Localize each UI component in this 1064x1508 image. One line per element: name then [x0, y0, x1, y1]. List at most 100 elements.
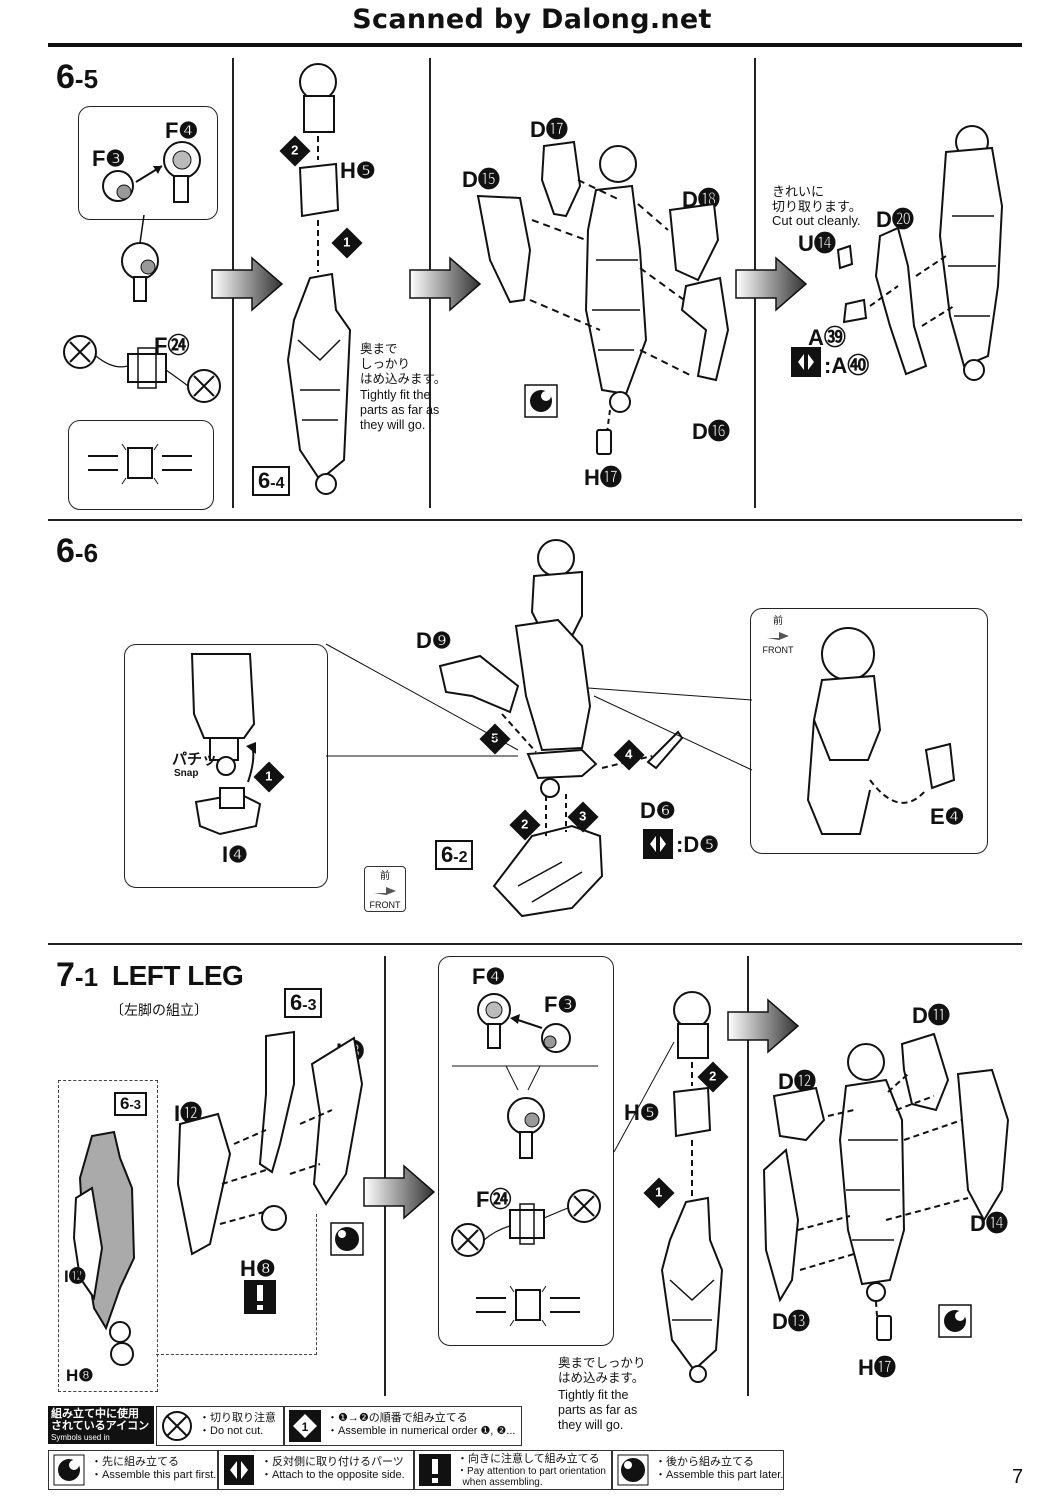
fit-note-jp: 奥までしっかり はめ込みます。	[558, 1356, 646, 1385]
part-label: :A㊵	[824, 353, 870, 378]
preassembly-box	[58, 1080, 158, 1392]
snap-detail-illustration	[190, 653, 262, 836]
step-number-1: 1	[331, 227, 363, 259]
part-label: H❽	[240, 1256, 276, 1281]
f24-detail-illustration	[88, 443, 192, 485]
legend-title: 組み立て中に使用 されているアイコン Symbols used in instr…	[48, 1406, 154, 1454]
opposite-side-icon	[790, 346, 822, 383]
step-number-2: 2	[279, 135, 311, 167]
opposite-side-icon	[642, 828, 674, 865]
part-label: D❻	[640, 798, 676, 823]
part-label: H⓱	[858, 1355, 896, 1380]
joint-parts-illustration	[102, 141, 201, 203]
part-label: E❹	[930, 804, 965, 829]
leg-armor-illustration	[476, 140, 730, 441]
hip-detail-illustration	[806, 627, 956, 835]
callout-dashed	[156, 1214, 317, 1355]
part-label: D⓮	[970, 1211, 1008, 1236]
part-label: H⓱	[584, 465, 622, 490]
part-label: D⓫	[912, 1003, 950, 1028]
h17-part-illustration	[596, 429, 612, 455]
legend-item-assemble-later: ・後から組み立てる・Assemble this part later.	[612, 1450, 784, 1490]
step-number-3: 3	[567, 801, 599, 833]
legend-item-orientation: ・向きに注意して組み立てる・Pay attention to part orie…	[414, 1450, 612, 1490]
ref-step-6-3: 6-3	[114, 1092, 148, 1116]
flow-arrow-icon	[211, 256, 284, 312]
snap-label-jp: パチッ	[172, 751, 218, 768]
part-label: :D❺	[676, 832, 719, 857]
legend-item-opposite-side: ・反対側に取り付けるパーツ・Attach to the opposite sid…	[218, 1450, 414, 1490]
part-label: F❸	[92, 146, 126, 171]
vdivider	[384, 956, 386, 1396]
part-label: I⓬	[64, 1267, 86, 1286]
f24-detail-illustration	[476, 1285, 580, 1327]
part-label: D⓭	[772, 1309, 810, 1334]
thigh-assembly-illustration	[438, 539, 684, 918]
part-label: F㉔	[476, 1187, 512, 1212]
part-label: H❽	[66, 1366, 94, 1385]
step-7-1-subtitle: 〔左脚の組立〕	[110, 1002, 208, 1018]
part-label: I❹	[222, 842, 248, 867]
fit-note-jp: 奥まで しっかり はめ込みます。	[360, 342, 447, 386]
cut-note-en: Cut out cleanly.	[772, 213, 861, 228]
snap-label-en: Snap	[174, 768, 199, 779]
callout-lines	[325, 643, 753, 771]
part-label: H❺	[340, 158, 376, 183]
fit-note-en: Tightly fit the parts as far as they wil…	[360, 388, 440, 432]
flow-arrow-icon	[727, 998, 800, 1054]
flow-arrow-icon	[409, 256, 482, 312]
h17-part-illustration	[876, 1315, 892, 1341]
callout-lines	[452, 1065, 598, 1091]
cut-note-jp: きれいに 切り取ります。	[772, 184, 862, 214]
divider-1	[48, 519, 1022, 521]
leg-frame-illustration	[613, 991, 724, 1383]
part-label: D❾	[416, 628, 452, 653]
step-number-1: 1	[643, 1177, 675, 1209]
f24-part-illustration	[451, 1189, 601, 1257]
legend-item-assemble-first: ・先に組み立てる・Assemble this part first.	[48, 1450, 218, 1490]
svg-text:1: 1	[302, 1420, 309, 1434]
part-label: D⓱	[530, 117, 568, 142]
leg-assembled-illustration	[836, 125, 1004, 381]
front-indicator: 前 FRONT	[762, 616, 794, 655]
step-number-1: 1	[253, 761, 285, 793]
part-label: H❺	[624, 1100, 660, 1125]
step-6-5-title: 6-5	[56, 58, 99, 96]
part-label: A㊴	[808, 325, 846, 350]
assemble-first-icon	[524, 384, 558, 418]
page-number: 7	[1012, 1466, 1024, 1488]
step-number-2: 2	[697, 1061, 729, 1093]
part-label: F❸	[544, 992, 578, 1017]
part-label: D⓯	[462, 167, 500, 192]
ref-step-6-4: 6-4	[252, 466, 291, 496]
lower-leg-frame-illustration	[72, 1130, 136, 1366]
ref-step-6-2: 6-2	[435, 840, 474, 870]
joint-parts-illustration	[477, 993, 571, 1053]
lower-leg-parts-illustration	[176, 1030, 364, 1256]
fit-note-en: Tightly fit the parts as far as they wil…	[558, 1388, 638, 1432]
vdivider	[747, 956, 749, 1396]
f24-part-illustration	[63, 335, 221, 403]
legend-item-do-not-cut: ・切り取り注意・Do not cut.	[156, 1406, 284, 1446]
joint-assembled-illustration	[507, 1097, 545, 1159]
part-label: U⓮	[798, 231, 836, 256]
assemble-first-icon	[938, 1304, 972, 1338]
step-number-2: 2	[509, 809, 541, 841]
legend-item-numerical-order: 1 ・❶→❷の順番で組み立てる・Assemble in numerical or…	[284, 1406, 522, 1446]
leg-frame-illustration	[286, 63, 352, 495]
joint-assembled-illustration	[121, 214, 159, 302]
part-label: D⓰	[692, 419, 730, 444]
page-header: Scanned by Dalong.net	[352, 4, 712, 35]
front-indicator: 前 FRONT	[364, 866, 406, 912]
divider-2	[48, 943, 1022, 945]
assemble-later-icon	[330, 1222, 364, 1256]
ref-step-6-3: 6-3	[284, 988, 323, 1018]
orientation-warning-icon	[244, 1280, 276, 1314]
flow-arrow-icon	[735, 256, 808, 312]
part-label: D⓴	[876, 207, 914, 232]
step-6-6-title: 6-6	[56, 532, 99, 570]
part-label: F❹	[165, 118, 199, 143]
step-7-1-heading: LEFT LEG	[112, 960, 244, 991]
part-label: F❹	[472, 964, 506, 989]
step-7-1-title: 7-1	[56, 956, 99, 994]
